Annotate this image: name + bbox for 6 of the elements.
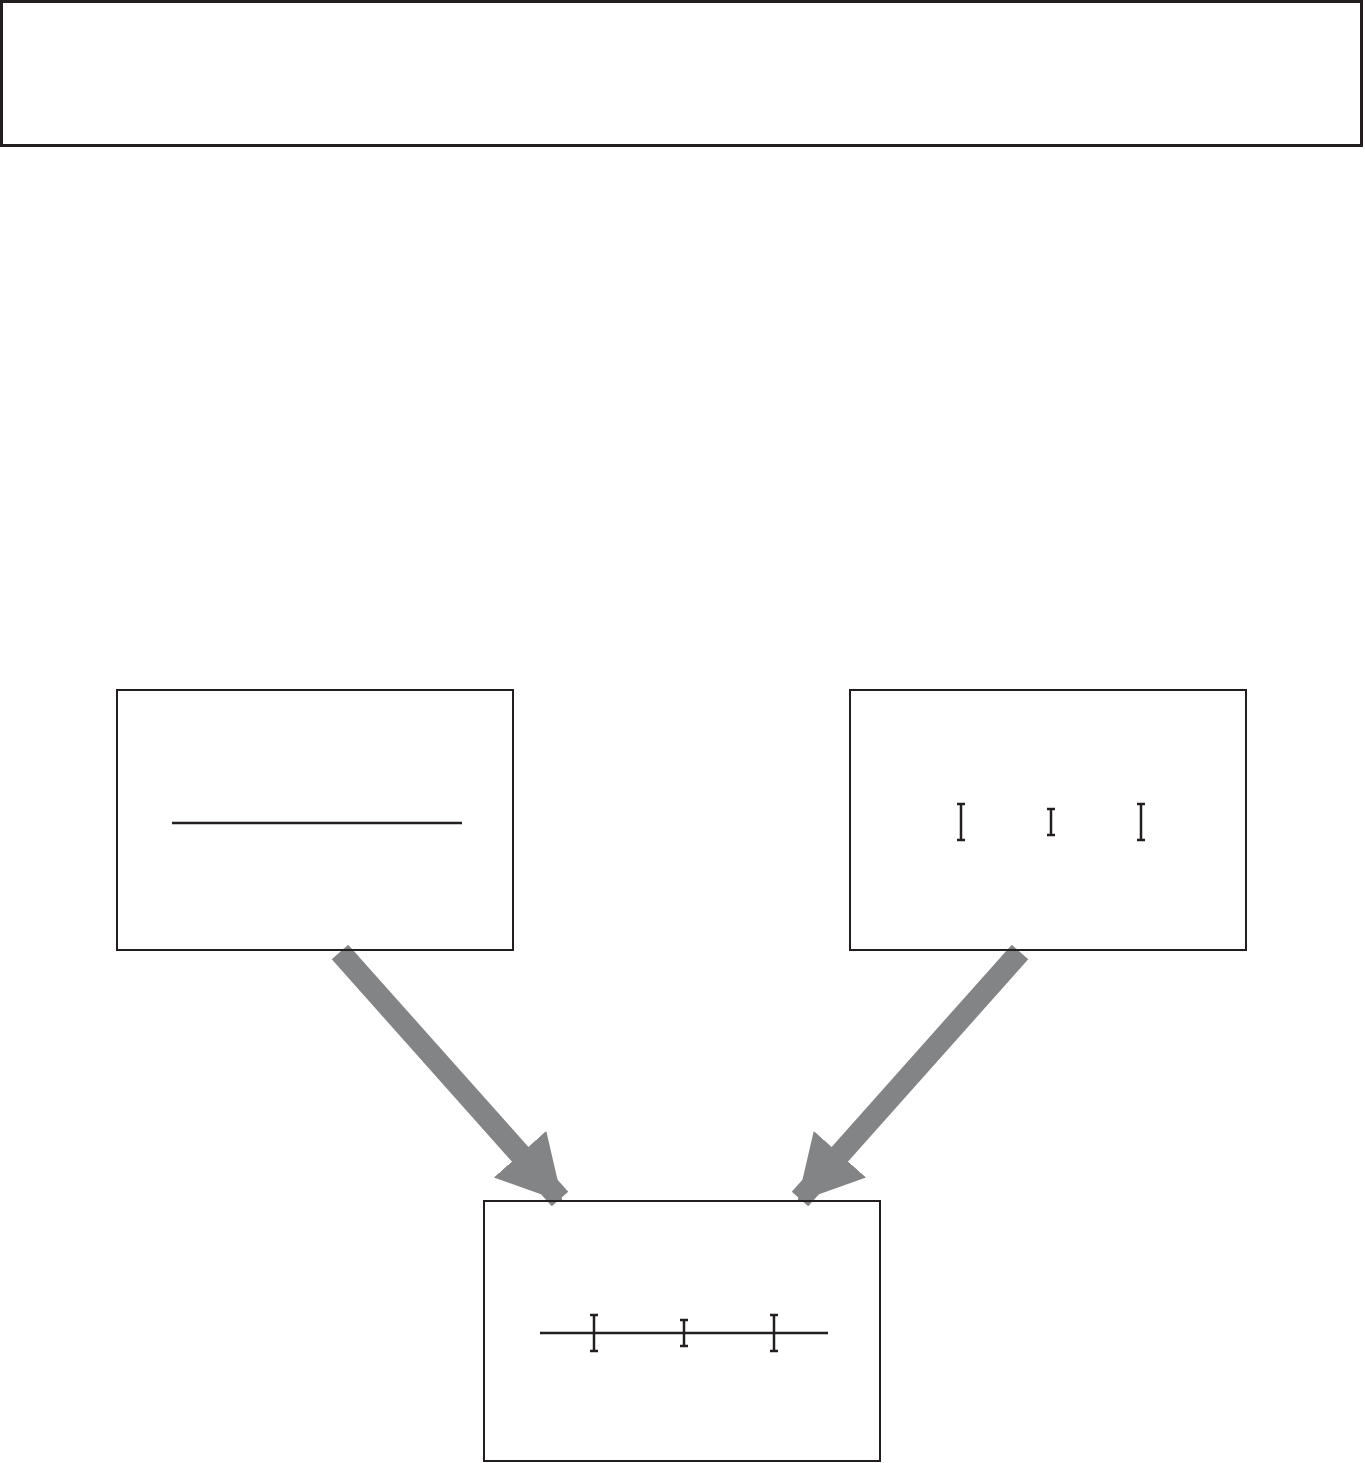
block-arrow bbox=[791, 944, 1029, 1207]
frame-box bbox=[116, 689, 514, 951]
frame-box bbox=[0, 0, 1363, 147]
block-arrow bbox=[331, 944, 569, 1207]
frame-box bbox=[483, 1200, 881, 1462]
frame-box bbox=[849, 689, 1247, 951]
